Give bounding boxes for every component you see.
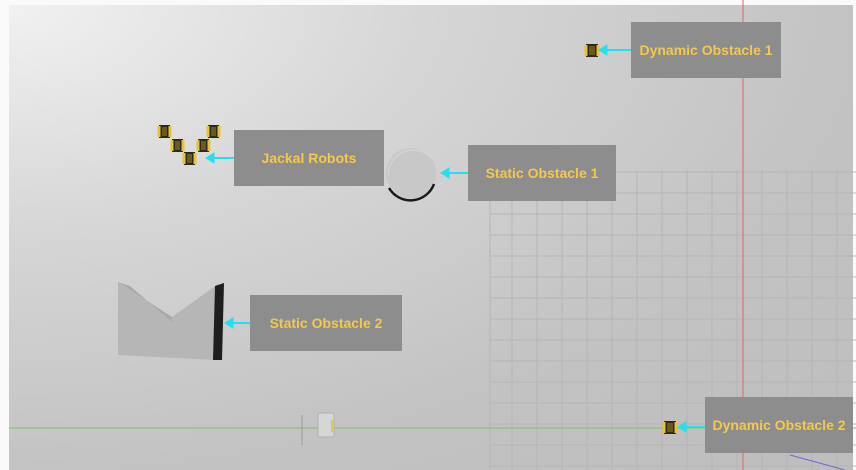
arrow-icon <box>677 421 705 433</box>
dynamic-obstacle-1-callout: Dynamic Obstacle 1 <box>631 22 781 78</box>
origin-marker <box>317 412 335 438</box>
dynamic-obstacle-1-label: Dynamic Obstacle 1 <box>639 42 773 58</box>
viewport-left-edge <box>0 0 9 470</box>
arrow-icon <box>205 152 234 164</box>
jackal-robots-group <box>157 125 221 165</box>
static-obstacle-2-callout: Static Obstacle 2 <box>250 295 402 351</box>
jackal-robot-icon <box>182 152 197 165</box>
static-obstacle-1-callout: Static Obstacle 1 <box>468 145 616 201</box>
static-obstacle-2-label: Static Obstacle 2 <box>269 315 383 331</box>
arrow-icon <box>224 317 250 329</box>
dynamic-obstacle-2-label: Dynamic Obstacle 2 <box>712 417 846 433</box>
jackal-robot-icon <box>206 125 221 138</box>
jackal-robot-icon <box>170 139 185 152</box>
static-obstacle-1-label: Static Obstacle 1 <box>485 165 599 181</box>
jackal-robot-icon <box>196 139 211 152</box>
arrow-icon <box>440 167 468 179</box>
jackal-robots-label: Jackal Robots <box>261 150 357 166</box>
dynamic-obstacle-2-icon <box>662 421 678 434</box>
dynamic-obstacle-2-callout: Dynamic Obstacle 2 <box>705 397 853 453</box>
jackal-robot-icon <box>157 125 172 138</box>
jackal-robots-callout: Jackal Robots <box>234 130 384 186</box>
blue-axis-line <box>789 454 846 470</box>
v-wall-obstacle <box>118 282 224 360</box>
arrow-icon <box>598 44 631 56</box>
cylinder-obstacle <box>386 148 436 202</box>
dynamic-obstacle-1-icon <box>584 44 600 57</box>
viewport-top-edge <box>0 0 856 5</box>
